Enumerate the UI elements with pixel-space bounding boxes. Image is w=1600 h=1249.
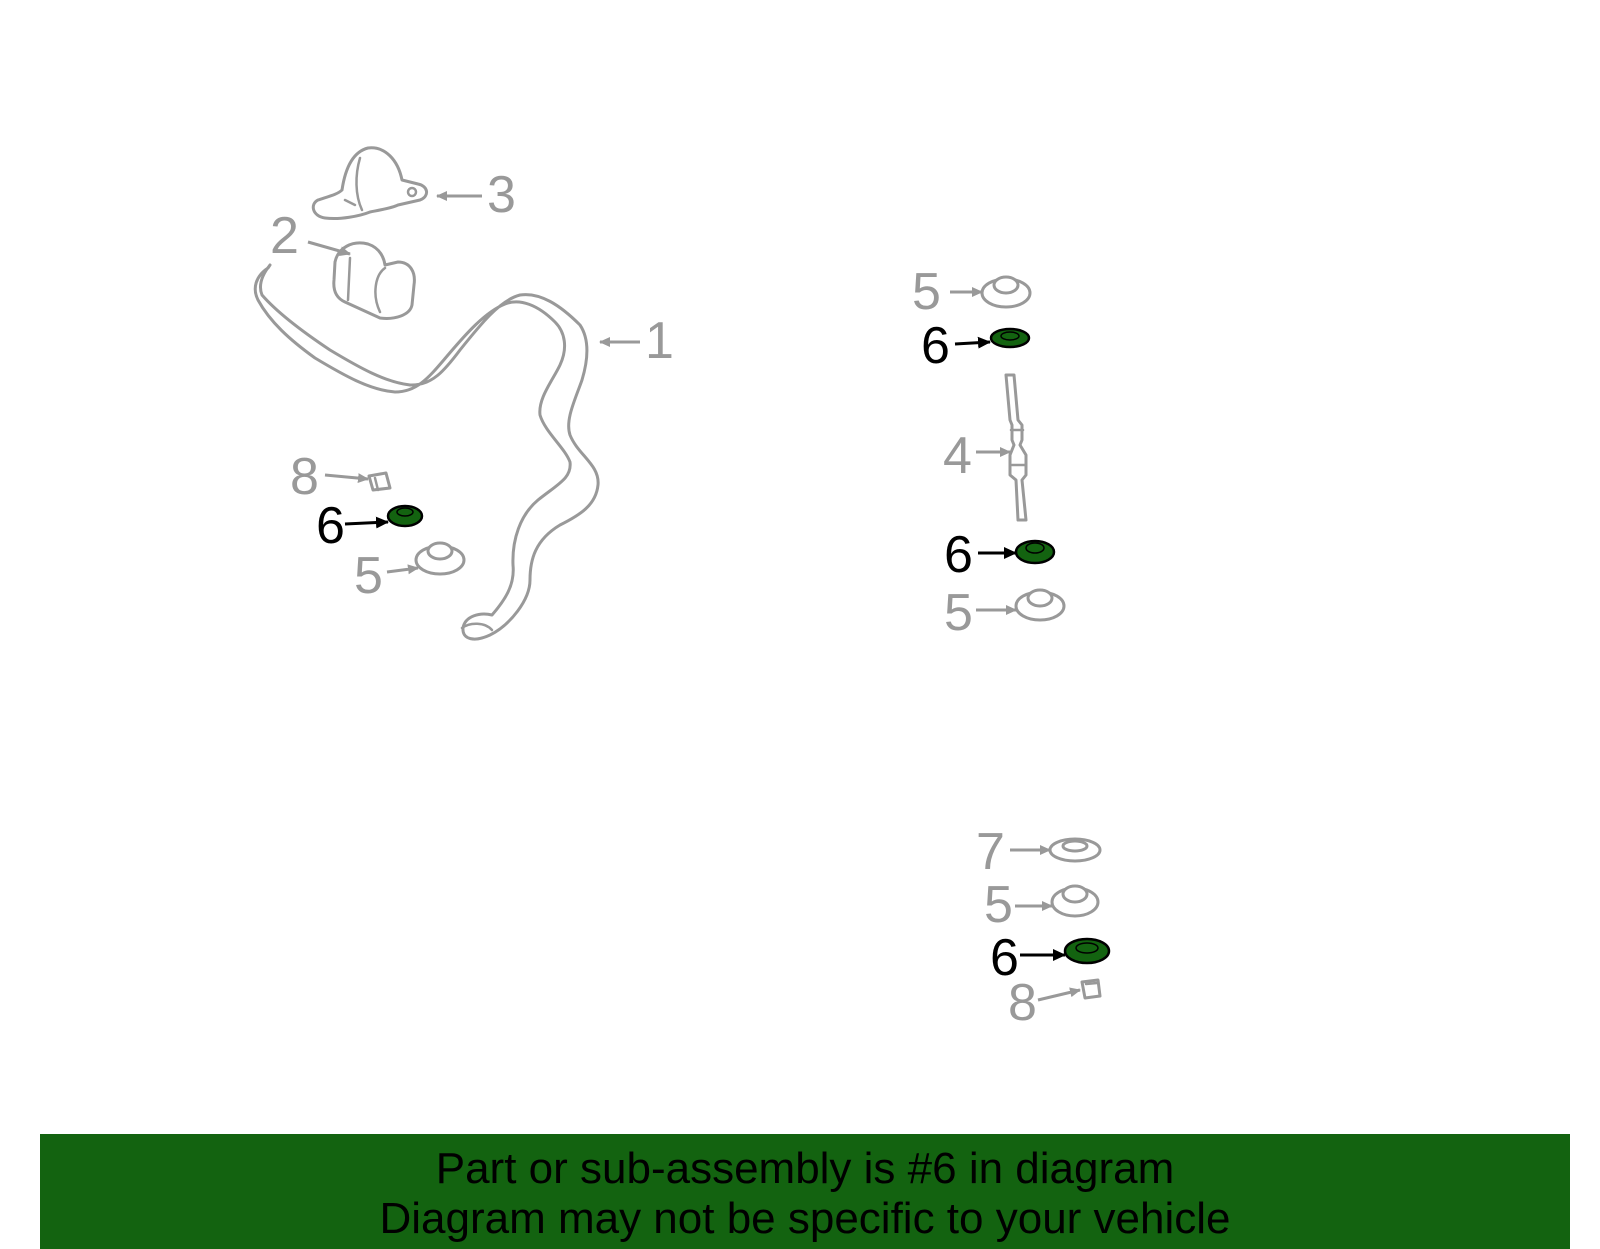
banner-line-2: Diagram may not be specific to your vehi… [379, 1194, 1231, 1243]
info-banner: Part or sub-assembly is #6 in diagram Di… [40, 1134, 1570, 1249]
banner-line-1: Part or sub-assembly is #6 in diagram [435, 1144, 1175, 1193]
washer-part-5b [414, 541, 466, 576]
cushion-part-6c [1014, 539, 1056, 565]
bracket-part [311, 146, 428, 220]
callout-5-upper-right: 5 [912, 263, 941, 321]
washer-part-5a [980, 275, 1032, 309]
bushing-part [332, 241, 416, 320]
callout-3: 3 [487, 166, 516, 224]
retainer-part-7 [1048, 837, 1102, 863]
cushion-part-6d [1063, 937, 1111, 965]
callout-5-middle-right: 5 [944, 584, 973, 642]
callout-5-left: 5 [354, 547, 383, 605]
cushion-part-6a [989, 327, 1031, 349]
nut-part-8b [1080, 978, 1102, 1000]
washer-part-5c [1014, 588, 1066, 622]
nut-part-8a [367, 471, 392, 492]
stabilizer-bar-part [253, 263, 600, 641]
callout-5-lower-right: 5 [984, 876, 1013, 934]
washer-part-5d [1050, 884, 1100, 918]
callout-6-upper-right: 6 [921, 317, 950, 375]
leader-arrows [307, 191, 1081, 1002]
callout-8-left: 8 [290, 448, 319, 506]
callout-4: 4 [943, 427, 972, 485]
callout-7: 7 [976, 823, 1005, 881]
cushion-part-6b [386, 504, 424, 528]
callout-2: 2 [270, 207, 299, 265]
callout-6-middle-right: 6 [944, 526, 973, 584]
callout-1: 1 [645, 312, 674, 370]
callout-6-left: 6 [316, 497, 345, 555]
stabilizer-link-part [1004, 373, 1028, 522]
callout-6-lower-right: 6 [990, 929, 1019, 987]
callout-8-lower-right: 8 [1008, 974, 1037, 1032]
